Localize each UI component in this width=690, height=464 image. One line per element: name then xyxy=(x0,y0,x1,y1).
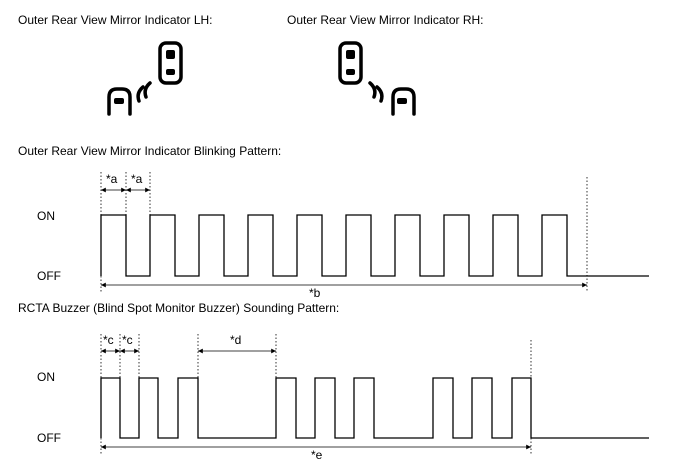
blinking-waveform xyxy=(100,214,649,277)
buzzer-pattern-title: RCTA Buzzer (Blind Spot Monitor Buzzer) … xyxy=(18,301,340,315)
indicator-lh-label: Outer Rear View Mirror Indicator LH: xyxy=(18,13,213,27)
blinking-off-label: OFF xyxy=(37,269,61,283)
dimension-label-a: *a xyxy=(131,172,143,186)
car-icon xyxy=(338,41,363,85)
dimension-label-c: *c xyxy=(122,333,133,347)
indicator-rh-label: Outer Rear View Mirror Indicator RH: xyxy=(287,13,484,27)
signal-wave-icon xyxy=(143,81,152,99)
indicator-lh-icon xyxy=(107,41,183,116)
car-icon xyxy=(107,87,132,116)
indicator-rh-icon xyxy=(338,41,416,116)
buzzer-off-label: OFF xyxy=(37,431,61,445)
signal-wave-icon xyxy=(368,81,377,99)
blinking-pattern-title: Outer Rear View Mirror Indicator Blinkin… xyxy=(18,144,282,158)
car-icon xyxy=(391,87,416,116)
buzzer-timing-chart: ON OFF *c *c *d *e xyxy=(37,333,649,462)
dimension-label-c: *c xyxy=(103,333,114,347)
dimension-label-e: *e xyxy=(311,448,323,462)
dimension-label-b: *b xyxy=(309,286,321,300)
signal-wave-icon xyxy=(136,85,145,103)
blinking-on-label: ON xyxy=(37,209,55,223)
buzzer-waveform xyxy=(100,377,649,439)
buzzer-on-label: ON xyxy=(37,370,55,384)
dimension-label-a: *a xyxy=(106,172,118,186)
signal-wave-icon xyxy=(375,85,384,103)
car-icon xyxy=(158,41,183,85)
dimension-label-d: *d xyxy=(230,333,241,347)
blinking-timing-chart: ON OFF *a *a *b xyxy=(37,172,649,300)
